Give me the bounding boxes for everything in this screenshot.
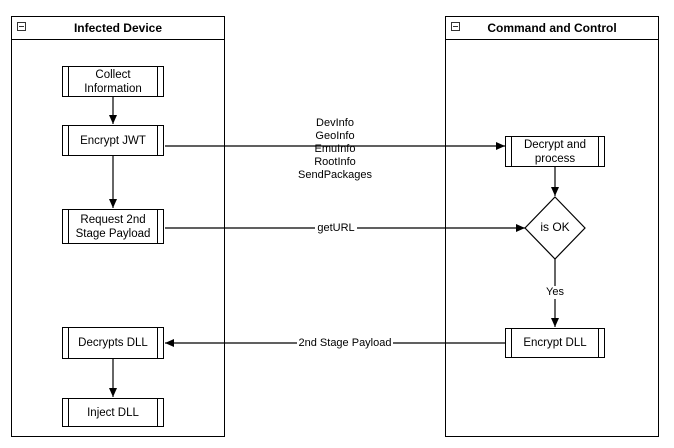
payload-item: RootInfo: [314, 156, 356, 168]
collapse-icon[interactable]: [451, 22, 460, 31]
node-label: Request 2nd Stage Payload: [75, 213, 151, 240]
payload-item: EmuInfo: [314, 143, 356, 155]
lane-title: Command and Control: [487, 21, 617, 35]
payload-item: GeoInfo: [315, 130, 355, 142]
decision-label: is OK: [540, 220, 570, 234]
node-encrypt-jwt[interactable]: Encrypt JWT: [62, 125, 164, 156]
node-label: Collect Information: [84, 68, 142, 95]
collapse-icon[interactable]: [17, 22, 26, 31]
edge-label-get-url: getURL: [315, 222, 357, 235]
payload-item: DevInfo: [316, 117, 354, 129]
node-decrypt-and-process[interactable]: Decrypt and process: [505, 136, 605, 167]
lane-header: Infected Device: [12, 17, 224, 40]
edge-label-2nd-stage-payload: 2nd Stage Payload: [297, 337, 393, 350]
node-label: Inject DLL: [87, 406, 139, 419]
node-decrypts-dll[interactable]: Decrypts DLL: [62, 327, 164, 359]
edge-label-yes: Yes: [543, 286, 567, 299]
node-collect-information[interactable]: Collect Information: [62, 66, 164, 97]
decision-diamond: [524, 196, 586, 260]
node-encrypt-dll[interactable]: Encrypt DLL: [505, 328, 605, 358]
node-label: Encrypt JWT: [80, 134, 146, 147]
node-request-2nd-stage[interactable]: Request 2nd Stage Payload: [62, 209, 164, 244]
node-label: Decrypt and process: [523, 138, 586, 165]
lane-title: Infected Device: [73, 21, 163, 35]
node-label: Encrypt DLL: [523, 337, 587, 349]
payload-item: SendPackages: [298, 169, 372, 181]
lane-header: Command and Control: [446, 17, 658, 40]
node-label: Decrypts DLL: [78, 337, 148, 349]
node-inject-dll[interactable]: Inject DLL: [62, 398, 164, 427]
edge-label-jwt-payload: DevInfo GeoInfo EmuInfo RootInfo SendPac…: [280, 117, 390, 182]
